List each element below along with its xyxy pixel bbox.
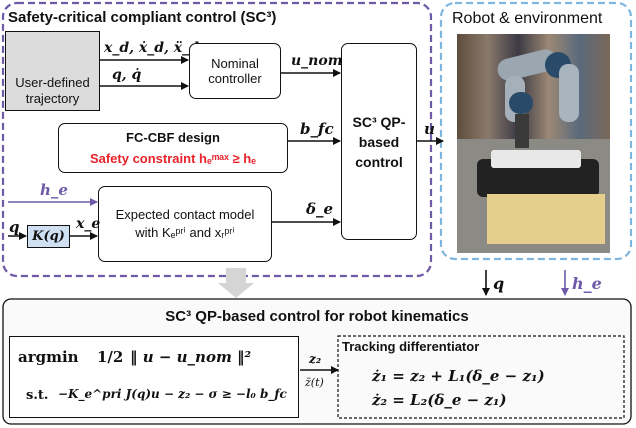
signal-xe: x_e [76, 216, 101, 232]
fccbf-box [58, 123, 288, 173]
signal-bfc: b_fc [300, 120, 334, 138]
robot-frame [439, 1, 633, 261]
sc3-title: Safety-critical compliant control (SC³) [8, 9, 277, 26]
signal-q-in: q [9, 218, 20, 236]
nominal-controller-box: Nominal controller [189, 43, 281, 99]
signal-unom: u_nom [291, 53, 343, 69]
robot-photo [457, 34, 610, 253]
user-trajectory-label: User-defined trajectory [15, 75, 90, 106]
td-eq1: ż₁ = z₂ + L₁(δ_e − z₁) [372, 367, 545, 385]
user-trajectory-box [5, 31, 100, 111]
sc3-frame [1, 1, 433, 278]
tracking-diff-frame [337, 335, 625, 419]
signal-q-qdot: q, q̇ [112, 67, 142, 83]
signal-z2: z₂ [309, 352, 322, 366]
signal-delta-e: δ_e [306, 200, 334, 218]
robot-title: Robot & environment [452, 10, 603, 27]
td-eq2: ż₂ = L₂(δ_e − z₁) [372, 391, 507, 409]
objective-term: ‖ u − u_nom ‖² [130, 348, 252, 366]
constraint-term: −K_e^pri J(q)u − z₂ − σ ≥ −l₀ b_fc [58, 387, 287, 401]
kq-box: K(q) [27, 225, 70, 248]
robot-out-q: q [493, 274, 505, 293]
signal-u: u [424, 120, 435, 138]
gray-down-arrow [218, 268, 254, 298]
fccbf-title: FC-CBF design [126, 129, 220, 145]
td-title: Tracking differentiator [342, 339, 480, 354]
robot-out-he: h_e [572, 274, 602, 293]
argmin-label: argmin [18, 348, 79, 366]
signal-zbar: z̄(t) [305, 376, 324, 389]
contact-model-box: Expected contact model with Kₑᵖʳⁱ and xᵣ… [98, 186, 272, 262]
fccbf-constraint: Safety constraint hₑᵐᵃˣ ≥ hₑ [89, 150, 257, 166]
qp-control-box: SC³ QP-based control [341, 43, 417, 240]
st-label: s.t. [26, 388, 49, 403]
optimization-box [9, 336, 299, 418]
bottom-title: SC³ QP-based control for robot kinematic… [165, 307, 469, 325]
half-fraction: 1/2 [97, 348, 124, 366]
signal-he-in: h_e [40, 181, 68, 199]
signal-xd: x_d, ẋ_d, ẍ_d [104, 40, 199, 56]
